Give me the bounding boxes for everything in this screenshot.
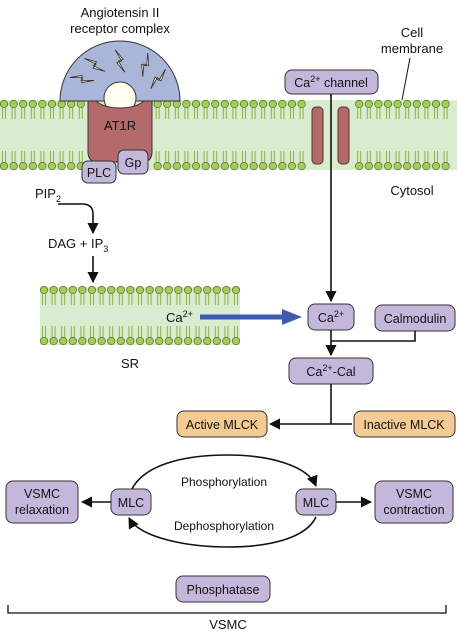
inactive-mlck-box	[353, 410, 456, 438]
cytosol-label: Cytosol	[390, 183, 433, 198]
active-mlck-label: Active MLCK	[186, 418, 259, 432]
phosphatase-box	[175, 575, 271, 603]
vsmc-relaxation-box	[5, 480, 79, 524]
lightning-bolt-icon	[84, 58, 106, 72]
lightning-bolt-icons	[69, 49, 166, 89]
cell-membrane-label-line2: membrane	[381, 41, 443, 56]
dephosphorylation-arc	[128, 516, 317, 548]
phosphatase-label: Phosphatase	[187, 583, 260, 597]
vsmc-relaxation-line2: relaxation	[15, 503, 69, 517]
mlc-left-label: MLC	[118, 496, 144, 510]
pip2-to-dag-arrow	[58, 203, 99, 235]
phosphorylation-arc	[128, 454, 318, 497]
plc-label: PLC	[87, 166, 111, 180]
cell-membrane	[0, 99, 457, 171]
phosphorylation-label: Phosphorylation	[181, 475, 267, 489]
sarcoplasmic-reticulum-membrane	[39, 285, 241, 346]
ca-channel-left-pillar	[311, 106, 324, 165]
angiotensin-receptor-complex	[59, 40, 181, 163]
vsmc-footer-label: VSMC	[209, 617, 247, 632]
active-mlck-box	[176, 410, 268, 438]
sr-ca-label: Ca2+	[166, 309, 193, 325]
angiotensin-label-line2: receptor complex	[70, 21, 170, 36]
lightning-bolt-icon	[69, 74, 95, 84]
inactive-mlck-label: Inactive MLCK	[363, 418, 445, 432]
lightning-bolt-icon	[150, 69, 166, 89]
lightning-bolt-icon	[141, 52, 150, 77]
at1r-label: AT1R	[104, 118, 136, 133]
gp-label: Gp	[125, 156, 142, 170]
pip2-label: PIP2	[35, 186, 61, 204]
dephosphorylation-label: Dephosphorylation	[174, 519, 274, 533]
vsmc-contraction-box	[374, 480, 454, 524]
lightning-bolt-icon	[114, 49, 126, 73]
angiotensin-label-line1: Angiotensin II	[81, 5, 160, 20]
vsmc-contraction-line2: contraction	[383, 503, 444, 517]
calmodulin-join-line	[331, 331, 416, 342]
dag-ip3-label: DAG + IP3	[48, 236, 108, 254]
ca-release-arrowhead	[282, 309, 302, 325]
vsmc-contraction-line1: VSMC	[396, 487, 432, 501]
calmodulin-label: Calmodulin	[384, 312, 447, 326]
cell-membrane-label-line1: Cell	[401, 25, 424, 40]
ca-center-label: Ca2+	[318, 309, 344, 325]
gp-box	[117, 149, 149, 175]
mlc-right-label: MLC	[303, 496, 329, 510]
vsmc-relaxation-line1: VSMC	[24, 487, 60, 501]
vsmc-bracket	[7, 605, 447, 614]
ca-cal-label: Ca2+-Cal	[306, 363, 355, 379]
cell-membrane-pointer	[401, 57, 411, 101]
ca-channel-right-pillar	[337, 106, 350, 165]
plc-box	[81, 160, 117, 184]
ca-channel-label: Ca2+ channel	[294, 74, 368, 90]
sr-label: SR	[121, 356, 139, 371]
